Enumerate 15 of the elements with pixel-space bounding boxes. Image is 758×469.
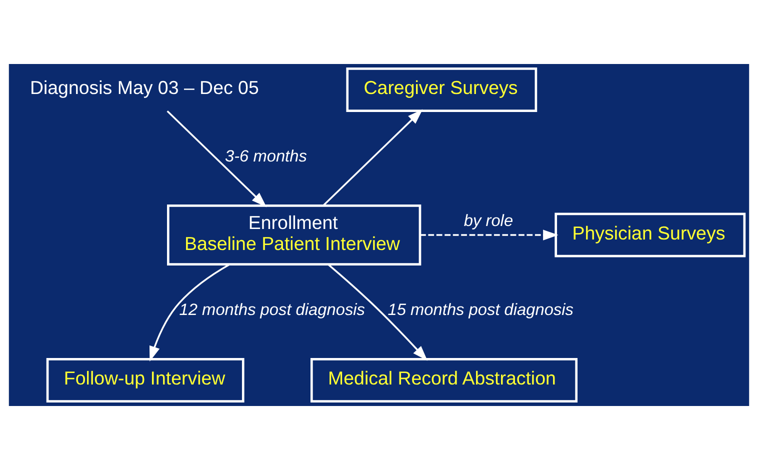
- node-box: Follow-up Interview: [46, 357, 244, 402]
- edge-label: 15 months post diagnosis: [388, 300, 574, 318]
- node-box: Enrollment Baseline Patient Interview: [167, 204, 422, 265]
- arrow: [328, 263, 428, 360]
- node-box: Caregiver Surveys: [346, 67, 538, 112]
- edge-label: 12 months post diagnosis: [179, 300, 366, 318]
- arrow: [166, 110, 267, 207]
- node-text: Diagnosis May 03 – Dec 05: [30, 76, 259, 98]
- arrow: [322, 108, 423, 206]
- edge-label: 3-6 months: [224, 146, 307, 165]
- node-box: Physician Surveys: [554, 212, 746, 257]
- arrow: [149, 263, 230, 362]
- node-box: Medical Record Abstraction: [310, 357, 578, 402]
- arrow: [420, 229, 558, 240]
- edge-label: by role: [464, 211, 514, 230]
